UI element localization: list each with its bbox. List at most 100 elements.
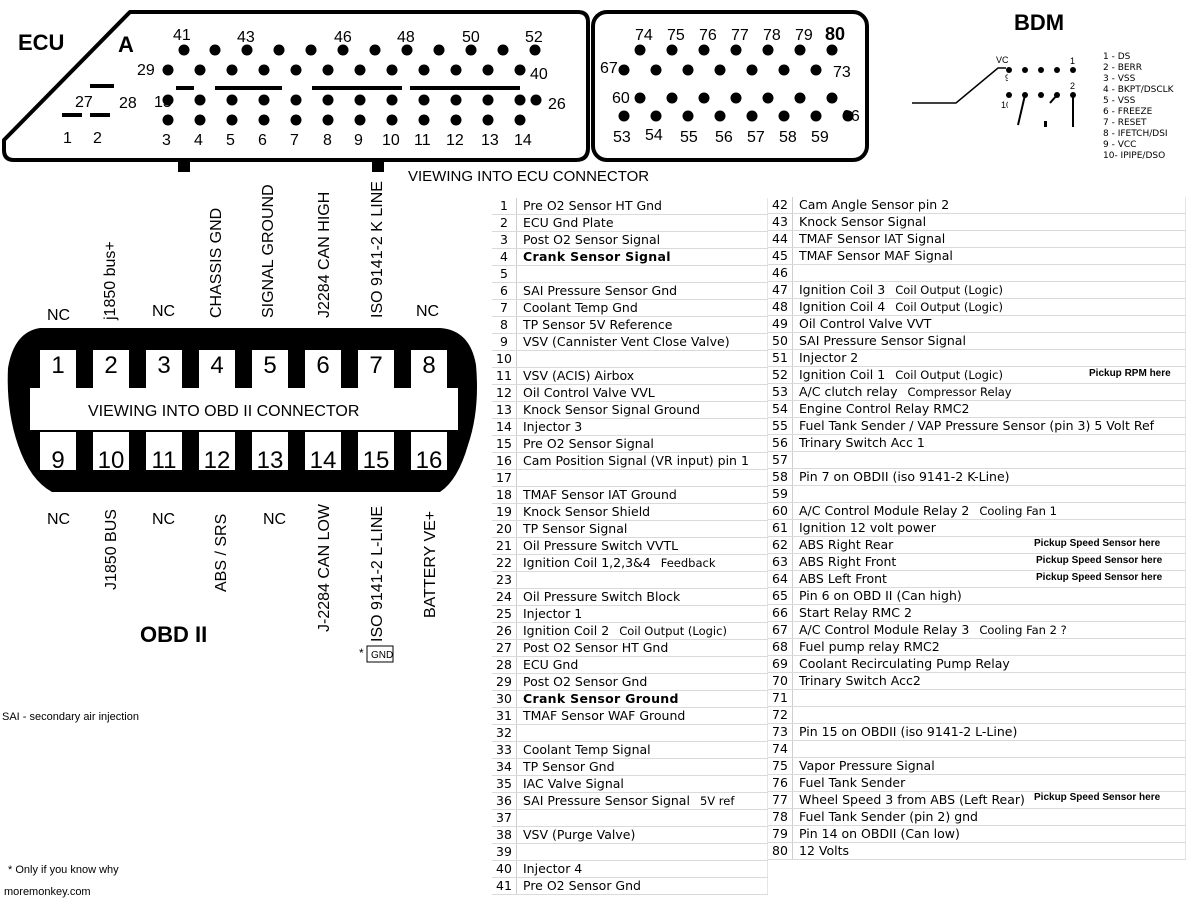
bdm-legend-item: 10- IPIPE/DSO [1103,151,1166,161]
pin-description: TMAF Sensor WAF Ground [516,707,768,725]
ecu-pin-dot [682,64,694,76]
obd-pin-top: 8 [422,352,435,379]
pin-description: Pre O2 Sensor HT Gnd [516,198,768,215]
pin-description: Injector 4 [516,860,768,878]
pin-number: 24 [492,588,517,606]
pin-row: 5 [492,265,768,283]
obd-caption: VIEWING INTO OBD II CONNECTOR [88,403,359,420]
ecu-pin-label: 7 [290,132,299,149]
ecu-pin-label: 13 [481,132,499,149]
pin-description: Pin 6 on OBD II (Can high) [792,587,1186,605]
bdm-legend-item: 8 - IFETCH/DSI [1103,129,1168,139]
pin-description [792,485,1186,503]
ecu-pin-dot [178,44,190,56]
pin-number: 31 [492,707,517,725]
pin-number: 13 [492,401,517,419]
pin-note: Coil Output (Logic) [895,283,1003,297]
obd-pin-top: 6 [316,352,329,379]
pin-number: 17 [492,469,517,487]
pin-note: Feedback [660,556,716,570]
pin-description: Injector 2 [792,349,1186,367]
pin-number: 36 [492,792,517,810]
obd-pin-bottom: 16 [416,447,443,474]
pin-number: 7 [492,299,517,317]
ecu-pin-dot [618,64,630,76]
ecu-pin-dot [810,64,822,76]
ecu-pin-label: 15 [154,94,172,111]
pin-description: Post O2 Sensor Signal [516,231,768,249]
ecu-mounting-tabs [178,160,384,172]
pin-number: 25 [492,605,517,623]
pin-number: 9 [492,333,517,351]
obd-pin-bottom: 9 [51,447,64,474]
ecu-pin-dot [258,64,270,76]
ecu-pin-label: 12 [446,132,464,149]
ecu-pin-dot [698,92,710,104]
ecu-pin-label: 53 [613,129,631,146]
bdm-title: BDM [1014,10,1065,35]
obd-pin-bottom: 13 [257,447,284,474]
pin-description: VSV (Cannister Vent Close Valve) [516,333,768,351]
pin-number: 35 [492,775,517,793]
pin-number: 16 [492,452,517,470]
pin-description: Crank Sensor Signal [516,248,768,266]
obd-pin-top: 7 [369,352,382,379]
pin-number: 46 [768,264,793,282]
ecu-pin-label: 43 [237,29,255,46]
pin-description: Pin 15 on OBDII (iso 9141-2 L-Line) [792,723,1186,741]
bdm-vcc-line [912,67,1006,104]
pin-description: Injector 3 [516,418,768,436]
bdm-pin9-label: 9 [1005,73,1008,83]
speed-pickup-note: Pickup Speed Sensor here [1034,538,1161,549]
pin-number: 42 [768,197,793,214]
pin-description: Injector 1 [516,605,768,623]
bdm-legend-item: 5 - VSS [1103,96,1136,106]
pin-row: 46 [768,264,1186,282]
pin-description [792,264,1186,282]
only-if-note: * Only if you know why [8,864,119,876]
obd-pin-bottom: 12 [204,447,231,474]
pin-number: 18 [492,486,517,504]
pin-number: 11 [492,367,517,385]
ecu-connector-diagram: ECU A 41 43 46 48 50 52 29 40 27 28 15 2… [2,10,869,185]
obd-pin-top: 1 [51,352,64,379]
pin-description [792,451,1186,469]
pin-description: Coolant Temp Signal [516,741,768,759]
pin-number: 34 [492,758,517,776]
ecu-pin-dot [354,114,366,126]
pin-description: Pin 14 on OBDII (Can low) [792,825,1186,843]
ecu-pin-label: 57 [747,129,765,146]
obd-pin-top: 2 [104,352,117,379]
pin-number: 52 [768,366,793,384]
ecu-caption: VIEWING INTO ECU CONNECTOR [408,168,649,185]
pin-number: 20 [492,520,517,538]
pin-description: Pre O2 Sensor Gnd [516,877,768,895]
pin-row: 39 [492,843,768,861]
bdm-connector-diagram: VCC 9 10 [912,55,1008,110]
pin-description [792,689,1186,707]
pin-number: 44 [768,230,793,248]
ecu-pin-dot [746,64,758,76]
pin-number: 6 [492,282,517,300]
ecu-pin-dot [322,64,334,76]
ecu-pin-label: 6 [258,132,267,149]
bdm-legend-item: 2 - BERR [1103,63,1143,73]
pin-description: Knock Sensor Signal [792,213,1186,231]
